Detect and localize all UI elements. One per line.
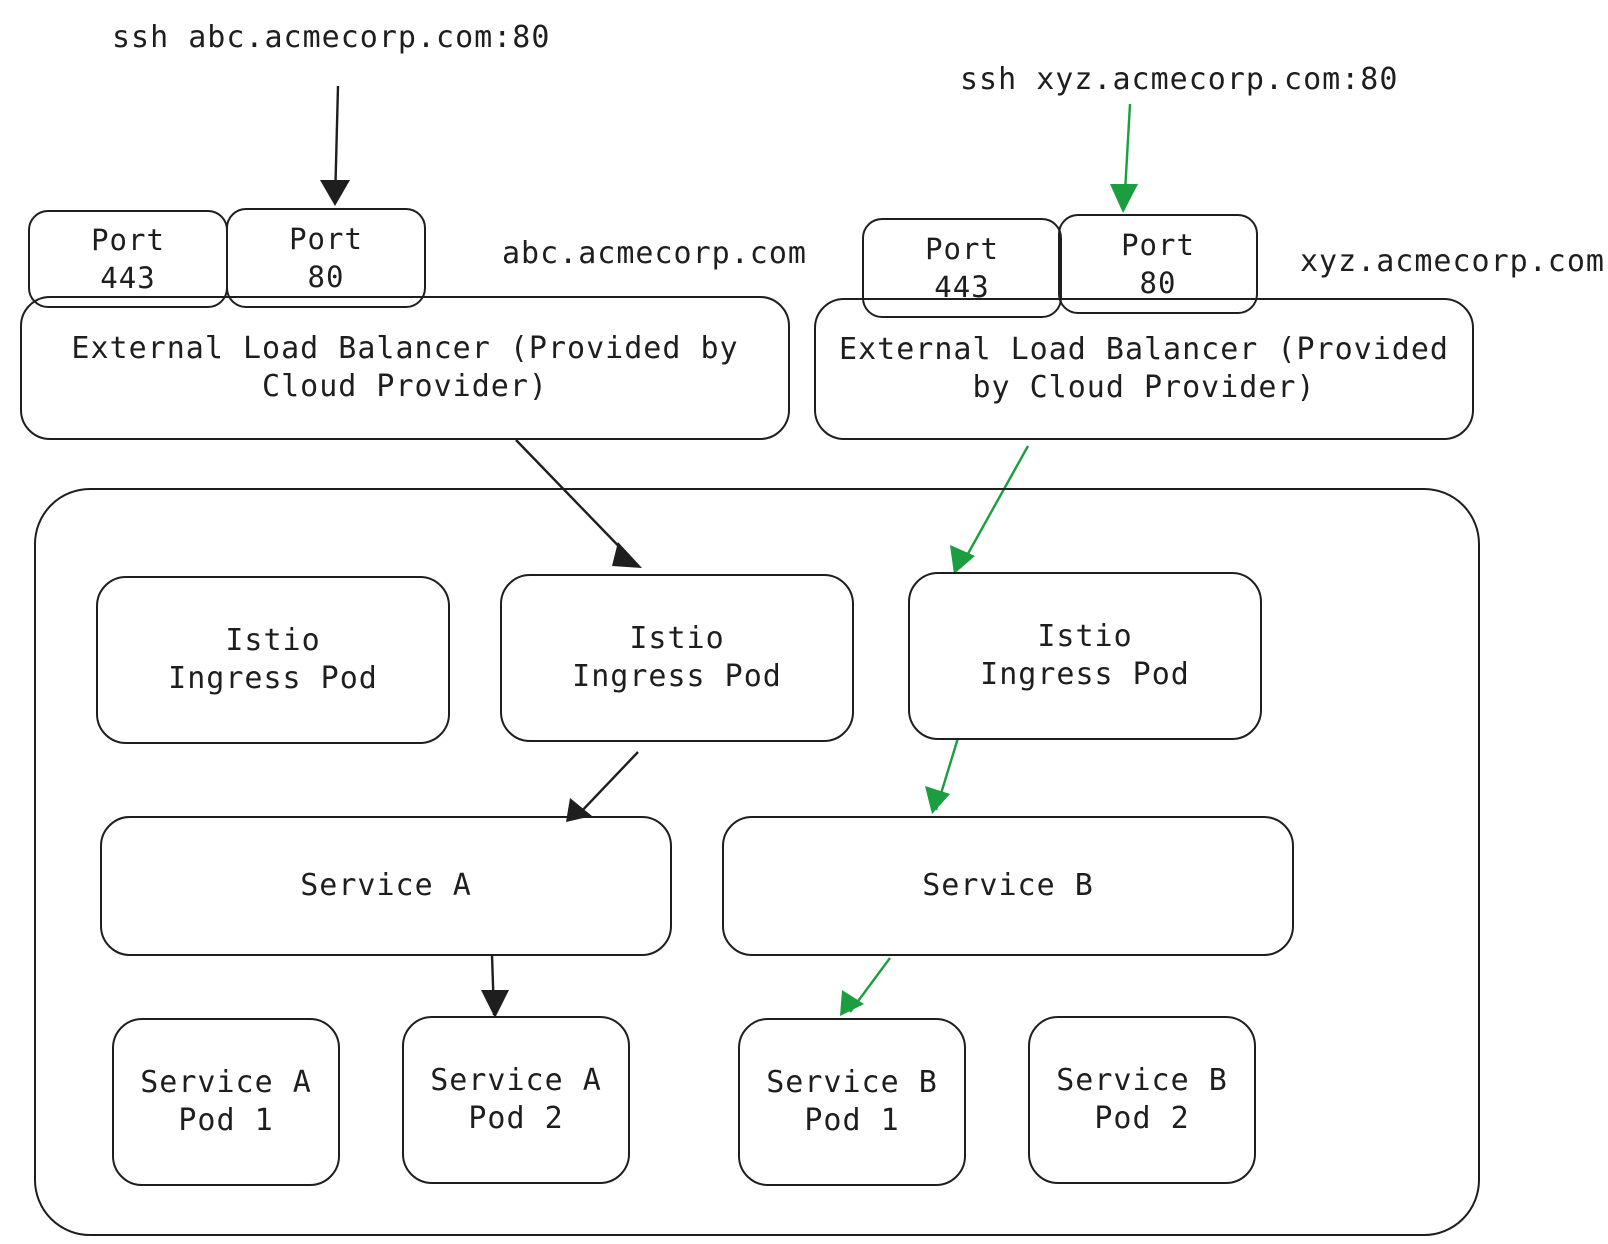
- service-b-pod-2: Service B Pod 2: [1028, 1016, 1256, 1184]
- arrowhead-ingress-3: [950, 545, 975, 574]
- service-a-pod-1: Service A Pod 1: [112, 1018, 340, 1186]
- arrowhead-left-port-80: [320, 180, 350, 206]
- right-hostname: xyz.acmecorp.com: [1300, 244, 1605, 279]
- arrowhead-service-a-pod-2: [481, 990, 509, 1018]
- istio-ingress-pod-2: Istio Ingress Pod: [500, 574, 854, 742]
- left-port-80-box: Port 80: [226, 208, 426, 308]
- service-a: Service A: [100, 816, 672, 956]
- istio-ingress-pod-1: Istio Ingress Pod: [96, 576, 450, 744]
- left-ssh-command: ssh abc.acmecorp.com:80: [112, 20, 551, 55]
- left-port-443-box: Port 443: [28, 210, 228, 308]
- right-port-80-box: Port 80: [1058, 214, 1258, 314]
- cluster-boundary: [34, 488, 1480, 1236]
- arrow-ingress-2-to-service-a: [577, 751, 639, 816]
- arrowhead-service-b: [925, 786, 950, 814]
- arrowhead-service-b-pod-1: [840, 990, 864, 1016]
- right-ssh-command: ssh xyz.acmecorp.com:80: [960, 62, 1399, 97]
- service-a-pod-2: Service A Pod 2: [402, 1016, 630, 1184]
- arrow-right-lb-to-ingress-3: [958, 445, 1030, 569]
- arrowhead-right-port-80: [1110, 184, 1138, 213]
- left-load-balancer: External Load Balancer (Provided by Clou…: [20, 296, 790, 440]
- service-b-pod-1: Service B Pod 1: [738, 1018, 966, 1186]
- arrow-left-lb-to-ingress-2: [515, 439, 635, 563]
- left-hostname: abc.acmecorp.com: [502, 236, 807, 271]
- istio-ingress-pod-3: Istio Ingress Pod: [908, 572, 1262, 740]
- arrowhead-ingress-2: [612, 542, 642, 568]
- service-b: Service B: [722, 816, 1294, 956]
- right-load-balancer: External Load Balancer (Provided by Clou…: [814, 298, 1474, 440]
